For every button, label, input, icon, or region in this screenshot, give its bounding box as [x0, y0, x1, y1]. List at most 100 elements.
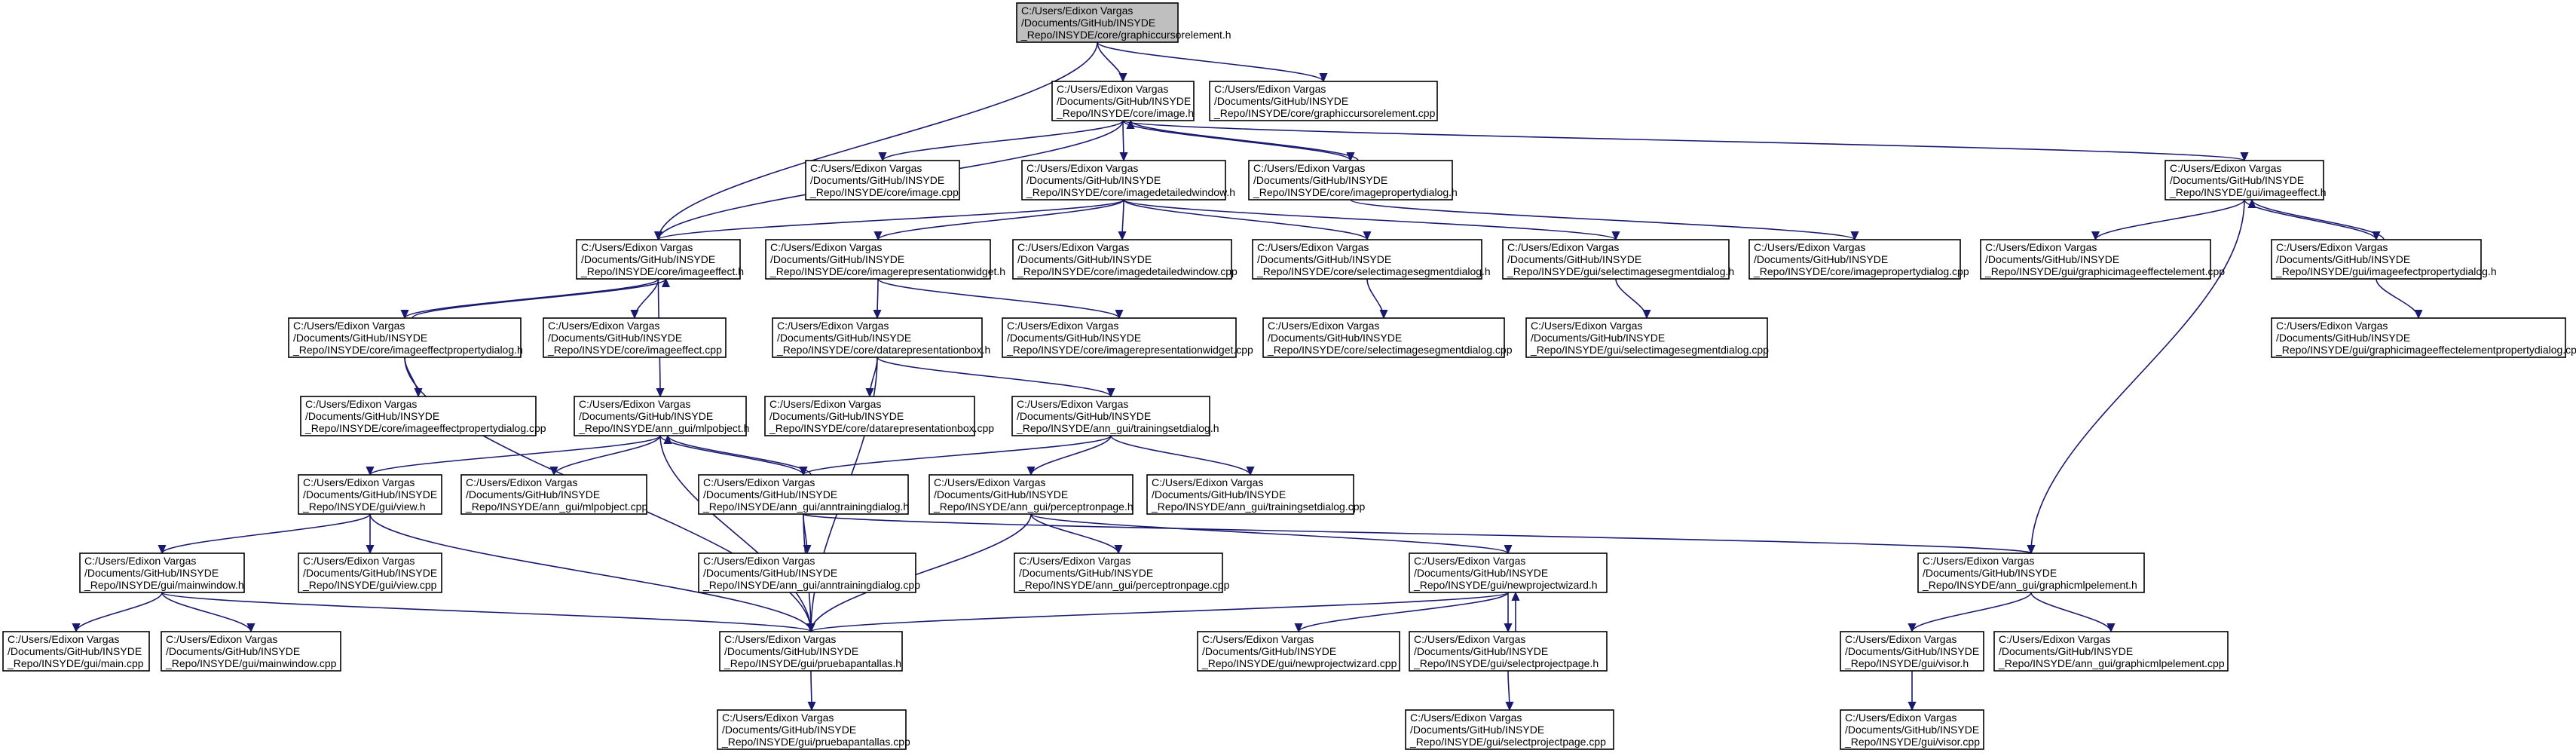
- file-node-label: _Repo/INSYDE/ann_gui/graphicmlpelement.h: [1922, 579, 2137, 591]
- file-node-label: C:/Users/Edixon Vargas: [777, 320, 889, 332]
- file-node[interactable]: C:/Users/Edixon Vargas/Documents/GitHub/…: [772, 317, 990, 358]
- file-node-label: C:/Users/Edixon Vargas: [1017, 241, 1129, 253]
- file-node[interactable]: C:/Users/Edixon Vargas/Documents/GitHub/…: [765, 239, 1005, 280]
- file-node[interactable]: C:/Users/Edixon Vargas/Documents/GitHub/…: [698, 474, 909, 515]
- file-node[interactable]: C:/Users/Edixon Vargas/Documents/GitHub/…: [1197, 631, 1400, 672]
- file-node-label: _Repo/INSYDE/gui/main.cpp: [7, 657, 144, 669]
- file-node[interactable]: C:/Users/Edixon Vargas/Documents/GitHub/…: [764, 396, 994, 436]
- file-node-label: _Repo/INSYDE/core/imagedetailedwindow.cp…: [1017, 265, 1238, 277]
- file-node[interactable]: C:/Users/Edixon Vargas/Documents/GitHub/…: [1405, 709, 1614, 750]
- file-node[interactable]: C:/Users/Edixon Vargas/Documents/GitHub/…: [1209, 81, 1438, 121]
- dependency-edge: [1110, 435, 1250, 475]
- file-node[interactable]: C:/Users/Edixon Vargas/Documents/GitHub/…: [719, 631, 903, 672]
- file-node[interactable]: C:/Users/Edixon Vargas/Documents/GitHub/…: [1014, 552, 1230, 593]
- file-node[interactable]: C:/Users/Edixon Vargas/Documents/GitHub/…: [1012, 239, 1238, 280]
- file-node-box: [460, 474, 647, 515]
- file-node[interactable]: C:/Users/Edixon Vargas/Documents/GitHub/…: [1409, 631, 1608, 672]
- file-node-label: /Documents/GitHub/INSYDE: [293, 332, 427, 344]
- file-node-label: /Documents/GitHub/INSYDE: [1845, 645, 1979, 657]
- file-node[interactable]: C:/Users/Edixon Vargas/Documents/GitHub/…: [1252, 239, 1491, 280]
- file-node-label: C:/Users/Edixon Vargas: [1999, 633, 2110, 645]
- file-node[interactable]: C:/Users/Edixon Vargas/Documents/GitHub/…: [1748, 239, 1969, 280]
- file-node[interactable]: C:/Users/Edixon Vargas/Documents/GitHub/…: [1021, 160, 1235, 200]
- dependency-edge: [659, 41, 1098, 240]
- file-node-label: /Documents/GitHub/INSYDE: [703, 488, 837, 500]
- file-node-label: /Documents/GitHub/INSYDE: [1253, 174, 1387, 186]
- file-node-box: [1002, 317, 1237, 358]
- file-node[interactable]: C:/Users/Edixon Vargas/Documents/GitHub/…: [717, 709, 910, 750]
- file-node[interactable]: C:/Users/Edixon Vargas/Documents/GitHub/…: [288, 317, 523, 358]
- file-node[interactable]: C:/Users/Edixon Vargas/Documents/GitHub/…: [698, 552, 920, 593]
- file-node-label: /Documents/GitHub/INSYDE: [1410, 724, 1544, 736]
- file-node[interactable]: C:/Users/Edixon Vargas/Documents/GitHub/…: [298, 474, 442, 515]
- file-node-label: _Repo/INSYDE/core/image.h: [1056, 107, 1194, 119]
- file-node[interactable]: C:/Users/Edixon Vargas/Documents/GitHub/…: [1840, 709, 1984, 750]
- file-node-box: [765, 239, 991, 280]
- file-node[interactable]: C:/Users/Edixon Vargas/Documents/GitHub/…: [2271, 317, 2576, 358]
- file-node[interactable]: C:/Users/Edixon Vargas/Documents/GitHub/…: [1917, 552, 2145, 593]
- file-node-label: C:/Users/Edixon Vargas: [1754, 241, 1865, 253]
- file-node-label: /Documents/GitHub/INSYDE: [1202, 645, 1336, 657]
- file-node-label: /Documents/GitHub/INSYDE: [466, 488, 600, 500]
- file-node[interactable]: C:/Users/Edixon Vargas/Documents/GitHub/…: [1051, 81, 1195, 121]
- file-node[interactable]: C:/Users/Edixon Vargas/Documents/GitHub/…: [805, 160, 960, 200]
- file-node[interactable]: C:/Users/Edixon Vargas/Documents/GitHub/…: [929, 474, 1134, 515]
- dependency-edge: [2030, 592, 2111, 632]
- file-node-label: /Documents/GitHub/INSYDE: [1754, 253, 1888, 265]
- file-node-label: /Documents/GitHub/INSYDE: [8, 645, 142, 657]
- file-node-label: C:/Users/Edixon Vargas: [703, 555, 815, 567]
- file-node-label: /Documents/GitHub/INSYDE: [724, 645, 858, 657]
- file-node[interactable]: C:/Users/Edixon Vargas/Documents/GitHub/…: [161, 631, 341, 672]
- file-node-label: /Documents/GitHub/INSYDE: [305, 410, 439, 422]
- dependency-edge: [1123, 120, 1124, 161]
- file-node[interactable]: C:/Users/Edixon Vargas/Documents/GitHub/…: [543, 317, 727, 358]
- file-node[interactable]: C:/Users/Edixon Vargas/Documents/GitHub/…: [1980, 239, 2225, 280]
- file-node[interactable]: C:/Users/Edixon Vargas/Documents/GitHub/…: [298, 552, 442, 593]
- file-node-label: C:/Users/Edixon Vargas: [1414, 555, 1525, 567]
- file-node-label: _Repo/INSYDE/core/datarepresentationbox.…: [776, 344, 990, 356]
- file-node[interactable]: C:/Users/Edixon Vargas/Documents/GitHub/…: [1502, 239, 1734, 280]
- dependency-edge: [878, 199, 1124, 240]
- file-node-label: _Repo/INSYDE/gui/pruebapantallas.cpp: [721, 736, 910, 748]
- file-node-label: C:/Users/Edixon Vargas: [724, 633, 836, 645]
- file-node[interactable]: C:/Users/Edixon Vargas/Documents/GitHub/…: [1840, 631, 1984, 672]
- file-node[interactable]: C:/Users/Edixon Vargas/Documents/GitHub/…: [460, 474, 647, 515]
- file-node[interactable]: C:/Users/Edixon Vargas/Documents/GitHub/…: [2271, 239, 2497, 280]
- file-node[interactable]: C:/Users/Edixon Vargas/Documents/GitHub/…: [1525, 317, 1769, 358]
- dependency-edge: [877, 278, 1119, 318]
- file-node-label: /Documents/GitHub/INSYDE: [722, 724, 856, 736]
- file-node-box: [772, 317, 983, 358]
- file-node-label: /Documents/GitHub/INSYDE: [2276, 332, 2410, 344]
- file-node[interactable]: C:/Users/Edixon Vargas/Documents/GitHub/…: [574, 396, 749, 436]
- file-node[interactable]: C:/Users/Edixon Vargas/Documents/GitHub/…: [1146, 474, 1366, 515]
- file-node-box: [79, 552, 245, 593]
- file-node-label: /Documents/GitHub/INSYDE: [1152, 488, 1286, 500]
- file-node-label: C:/Users/Edixon Vargas: [8, 633, 119, 645]
- file-node-box: [1409, 552, 1608, 593]
- file-node-box: [1051, 81, 1195, 121]
- dependency-edge: [2252, 200, 2385, 240]
- file-node-box: [1146, 474, 1354, 515]
- file-node-label: _Repo/INSYDE/ann_gui/trainingsetdialog.h: [1016, 422, 1219, 434]
- file-node[interactable]: C:/Users/Edixon Vargas/Documents/GitHub/…: [1409, 552, 1608, 593]
- file-node[interactable]: C:/Users/Edixon Vargas/Documents/GitHub/…: [576, 239, 744, 280]
- file-node-label: C:/Users/Edixon Vargas: [1985, 241, 2097, 253]
- dependency-edge: [161, 592, 251, 632]
- file-node[interactable]: C:/Users/Edixon Vargas/Documents/GitHub/…: [1248, 160, 1458, 200]
- file-node[interactable]: C:/Users/Edixon Vargas/Documents/GitHub/…: [1262, 317, 1513, 358]
- file-node[interactable]: C:/Users/Edixon Vargas/Documents/GitHub/…: [1993, 631, 2229, 672]
- file-node[interactable]: C:/Users/Edixon Vargas/Documents/GitHub/…: [79, 552, 245, 593]
- file-node-box: [2271, 239, 2482, 280]
- file-node[interactable]: C:/Users/Edixon Vargas/Documents/GitHub/…: [1011, 396, 1219, 436]
- file-node-label: C:/Users/Edixon Vargas: [722, 712, 834, 724]
- file-node[interactable]: C:/Users/Edixon Vargas/Documents/GitHub/…: [1016, 2, 1231, 43]
- file-node-box: [298, 552, 442, 593]
- file-node-label: C:/Users/Edixon Vargas: [303, 476, 415, 488]
- file-node[interactable]: C:/Users/Edixon Vargas/Documents/GitHub/…: [2, 631, 150, 672]
- file-node-label: /Documents/GitHub/INSYDE: [84, 567, 219, 579]
- file-node[interactable]: C:/Users/Edixon Vargas/Documents/GitHub/…: [2165, 160, 2327, 200]
- file-node-label: _Repo/INSYDE/gui/visor.h: [1844, 657, 1969, 669]
- file-node[interactable]: C:/Users/Edixon Vargas/Documents/GitHub/…: [1002, 317, 1253, 358]
- file-node[interactable]: C:/Users/Edixon Vargas/Documents/GitHub/…: [300, 396, 546, 436]
